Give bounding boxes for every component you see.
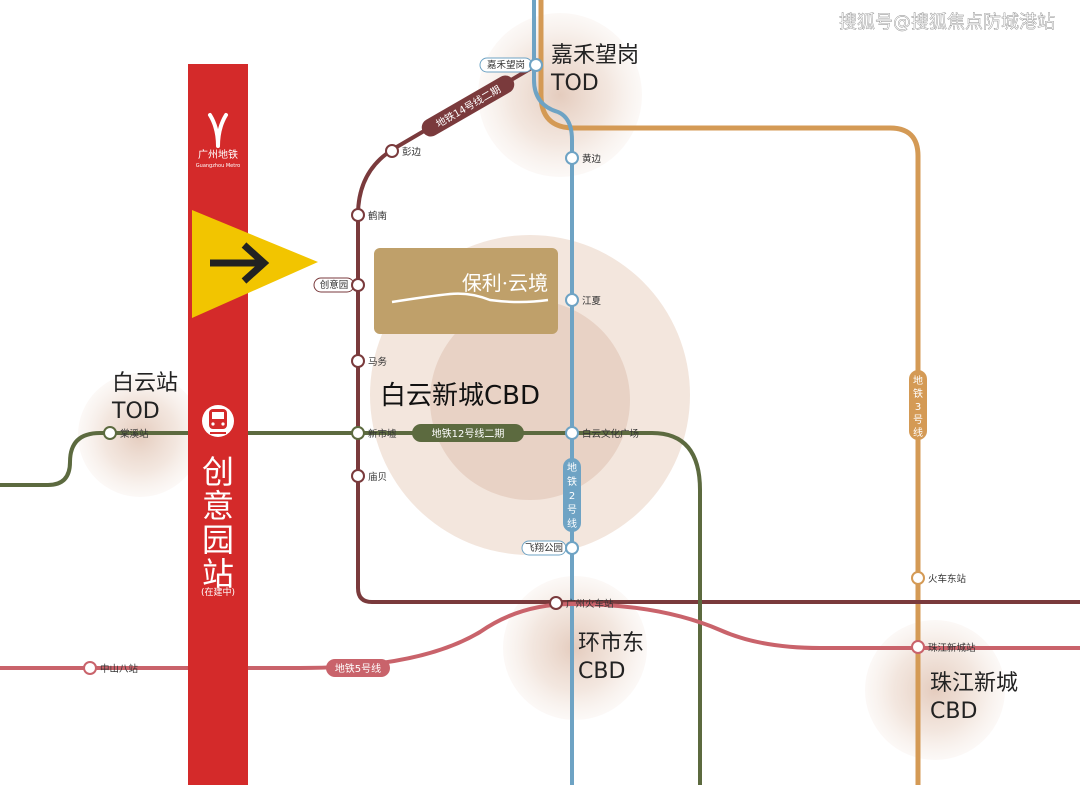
stationChars-char: 园 [202, 521, 234, 559]
station-chuangyiyuan: 创意园 [313, 277, 365, 293]
line-5-track [0, 601, 1080, 670]
station-miaobei: 庙贝 [351, 469, 387, 483]
line-2-label: 地铁 2 号线 [563, 458, 581, 532]
halo-huanshi [503, 576, 647, 720]
zone-jiahe-line1: 嘉禾望岗 [551, 43, 639, 68]
station-jiahe: 嘉禾望岗 [479, 57, 543, 73]
l3c-char: 铁 [913, 387, 923, 400]
station-feixiang: 飞翔公园 [521, 540, 579, 556]
l3c-char: 号 [913, 414, 923, 426]
svg-text:江夏: 江夏 [582, 296, 602, 307]
svg-text:嘉禾望岗: 嘉禾望岗 [487, 59, 525, 71]
svg-text:棠溪站: 棠溪站 [120, 428, 149, 440]
stationChars-char: 站 [202, 555, 234, 593]
l2c-char: 线 [567, 517, 577, 530]
metro-logo-text: 广州地铁 [198, 148, 238, 161]
l2c-char: 地 [567, 461, 577, 474]
station-henan: 鹤南 [351, 208, 387, 222]
l3c-char: 地 [913, 374, 923, 387]
station-pengbian: 彭边 [385, 144, 422, 158]
train-icon [202, 405, 234, 437]
svg-text:火车东站: 火车东站 [928, 573, 967, 585]
svg-text:地铁12号线二期: 地铁12号线二期 [432, 427, 505, 440]
zone-zhujiang-line1: 珠江新城 [930, 671, 1018, 696]
brand-name: 保利·云境 [462, 271, 548, 295]
line-12-track [0, 431, 702, 785]
station-name-chars: 创意园站 [202, 453, 234, 593]
watermark: 搜狐号@搜狐焦点防城港站 [839, 12, 1055, 33]
arrow-icon [210, 242, 270, 284]
svg-text:创意园: 创意园 [320, 279, 349, 291]
guangzhou-metro-logo: 广州地铁 Guangzhou Metro [196, 113, 240, 169]
station-name-vertical: 创意园站 (在建中) [201, 453, 235, 598]
l2c-char: 号 [567, 504, 577, 516]
zone-baiyun-station-line2: TOD [111, 399, 160, 424]
l2c-char: 2 [569, 491, 575, 502]
svg-text:地铁5号线: 地铁5号线 [335, 662, 381, 675]
station-huochedong: 火车东站 [911, 571, 967, 585]
zone-baiyun-cbd: 白云新城CBD [380, 381, 540, 411]
line-2-track [532, 0, 574, 785]
l2c-char: 铁 [567, 475, 577, 488]
svg-text:白云文化广场: 白云文化广场 [582, 428, 639, 440]
zone-baiyun-station-line1: 白云站 [112, 371, 178, 396]
halo-baiyun-cbd-inner [430, 300, 630, 500]
svg-text:彭边: 彭边 [402, 146, 422, 158]
station-huangbian: 黄边 [565, 151, 602, 165]
l3c-char: 线 [913, 426, 923, 439]
stationChars-char: 创 [202, 453, 234, 491]
svg-text:广州火车站: 广州火车站 [566, 598, 614, 610]
station-zhujiangxincheng: 珠江新城站 [911, 640, 976, 654]
l3c-char: 3 [915, 402, 921, 413]
stationChars-char: 意 [202, 487, 234, 525]
zone-jiahe-line2: TOD [550, 71, 599, 96]
halo-zhujiang [865, 620, 1005, 760]
svg-text:马务: 马务 [368, 356, 388, 368]
station-jiangxia: 江夏 [565, 293, 602, 307]
station-mawu: 马务 [351, 354, 388, 368]
station-guangzhouhuoche: 广州火车站 [549, 596, 614, 610]
svg-text:黄边: 黄边 [582, 153, 602, 165]
svg-text:新市墟: 新市墟 [368, 428, 397, 440]
line-12-label: 地铁12号线二期 [412, 424, 524, 442]
svg-text:珠江新城站: 珠江新城站 [928, 642, 976, 654]
line-5-label: 地铁5号线 [326, 659, 390, 677]
halo-jiahe [478, 13, 642, 177]
metro-logo-icon [208, 113, 228, 148]
station-zhongshanba: 中山八站 [83, 661, 139, 675]
svg-text:中山八站: 中山八站 [100, 663, 139, 675]
line-3-track [538, 0, 921, 785]
metro-logo-sub: Guangzhou Metro [196, 163, 240, 169]
brand-box [374, 248, 558, 334]
zone-huanshi-line2: CBD [578, 659, 625, 684]
station-baiyunwenhua: 白云文化广场 [565, 426, 639, 440]
zone-zhujiang-line2: CBD [930, 699, 977, 724]
svg-text:庙贝: 庙贝 [368, 471, 387, 483]
svg-text:鹤南: 鹤南 [368, 210, 387, 222]
station-xinshicheng: 新市墟 [351, 426, 397, 440]
svg-text:飞翔公园: 飞翔公园 [525, 542, 563, 554]
brand-wave-icon [391, 292, 549, 304]
station-tangxi: 棠溪站 [103, 426, 149, 440]
zone-huanshi-line1: 环市东 [578, 631, 644, 656]
station-note: (在建中) [201, 586, 235, 598]
